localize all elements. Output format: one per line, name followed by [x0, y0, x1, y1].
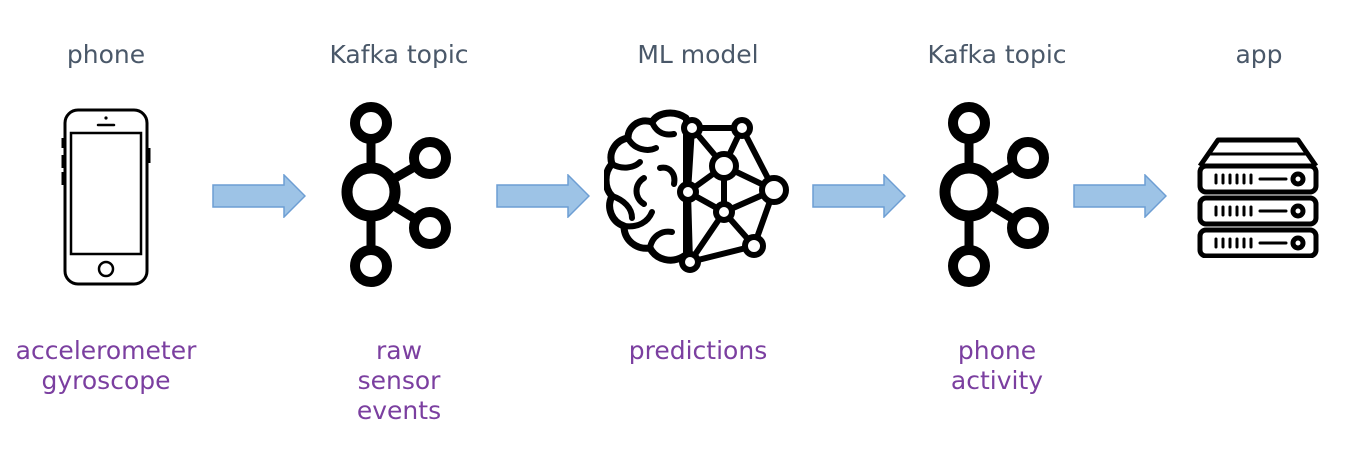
stage-title-kafka-activity: Kafka topic	[927, 40, 1067, 69]
flow-arrow	[1073, 174, 1167, 218]
kafka-icon	[341, 102, 451, 287]
server-icon	[1197, 137, 1319, 258]
description-line: accelerometer	[15, 336, 197, 365]
description-line: events	[356, 396, 442, 425]
stage-description-phone: accelerometer gyroscope	[0, 336, 226, 396]
stage-description-ml-model: predictions	[578, 336, 818, 366]
description-line: raw	[375, 336, 423, 365]
stage-title-phone: phone	[66, 40, 146, 69]
stage-title-app: app	[1235, 40, 1283, 69]
flow-arrow	[212, 174, 306, 218]
kafka-icon	[939, 102, 1049, 287]
description-line: phone	[957, 336, 1037, 365]
stage-title-ml-model: ML model	[637, 40, 759, 69]
description-line: gyroscope	[41, 366, 171, 395]
flow-arrow	[812, 174, 906, 218]
description-line: activity	[950, 366, 1044, 395]
stage-title-kafka-raw: Kafka topic	[329, 40, 469, 69]
description-line: predictions	[628, 336, 768, 365]
smartphone-icon	[61, 108, 151, 286]
stage-description-kafka-raw: raw sensor events	[279, 336, 519, 426]
flow-arrow	[496, 174, 590, 218]
stage-description-kafka-activity: phone activity	[877, 336, 1117, 396]
description-line: sensor	[357, 366, 441, 395]
brain-network-icon	[604, 109, 789, 273]
